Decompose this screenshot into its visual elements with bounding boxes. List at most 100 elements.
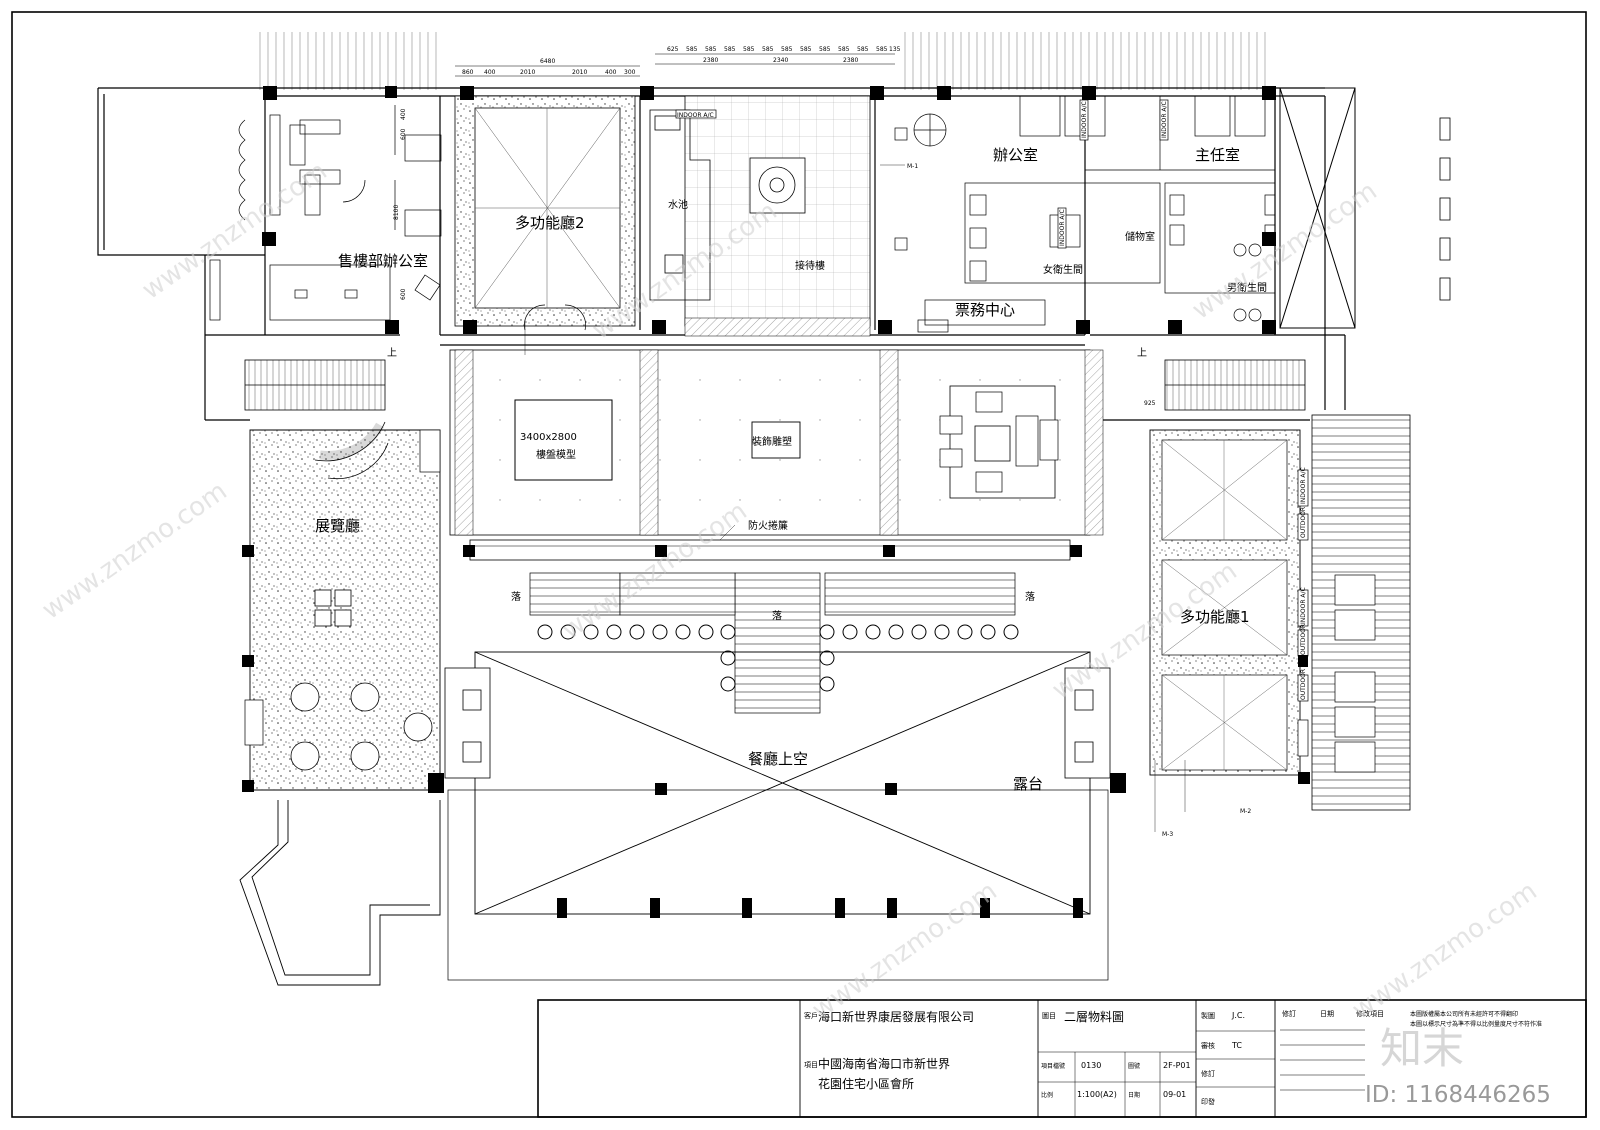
unit-tags bbox=[675, 99, 1309, 757]
dimension-lines bbox=[455, 53, 895, 77]
dim-label: 585 bbox=[705, 46, 717, 53]
multi-hall-1-floor bbox=[1149, 429, 1301, 776]
drawing-label: 圖目 bbox=[1042, 1012, 1056, 1020]
multi-hall-2-floor bbox=[454, 95, 636, 331]
watermark-id: ID: 1168446265 bbox=[1365, 1082, 1551, 1108]
top-grille-right bbox=[904, 32, 1266, 90]
watermark-text: www.znzmo.com bbox=[1187, 176, 1383, 326]
void-box-right bbox=[1279, 87, 1356, 329]
dim-label: 585 bbox=[743, 46, 755, 53]
ac-tag: INDOOR A/C bbox=[677, 112, 714, 119]
dim-label: 400 bbox=[484, 69, 496, 76]
dim-label: 300 bbox=[624, 69, 636, 76]
structural-columns bbox=[242, 86, 1310, 918]
model-size-label: 3400x2800 bbox=[520, 432, 577, 443]
drawing-no-label: 圖號 bbox=[1128, 1062, 1140, 1070]
watermark-text: www.znzmo.com bbox=[1347, 876, 1543, 1026]
dim-label: 585 bbox=[686, 46, 698, 53]
terrace-curve bbox=[239, 800, 441, 986]
revised-label: 修訂 bbox=[1201, 1069, 1215, 1078]
scale-note: 本圖以標示尺寸為準不得以比例量度尺寸不符作准 bbox=[1410, 1020, 1542, 1028]
central-lobby bbox=[449, 317, 1104, 561]
outdoor-tag: OUTDOOR bbox=[1300, 507, 1307, 538]
ac-tag: INDOOR A/C bbox=[1081, 101, 1088, 138]
ac-tag: INDOOR A/C bbox=[1161, 101, 1168, 138]
revision-item-column-label: 修改項目 bbox=[1356, 1009, 1384, 1018]
watermark-brand: 知末 bbox=[1380, 1024, 1464, 1073]
dim-label: 585 bbox=[876, 46, 888, 53]
sculpture-label: 裝飾雕塑 bbox=[752, 435, 792, 448]
stair-right bbox=[1164, 359, 1306, 411]
checked-by: TC bbox=[1231, 1041, 1242, 1050]
client-label: 客戶 bbox=[804, 1011, 818, 1020]
drop-label: 落 bbox=[772, 610, 782, 622]
dim-left-row-2: 860 400 2010 2010 400 300 bbox=[462, 69, 636, 76]
exhibition-tables bbox=[290, 589, 433, 771]
dim-label: 600 bbox=[400, 128, 407, 140]
scale-label: 比例 bbox=[1041, 1091, 1053, 1099]
fire-shutter-label: 防火捲簾 bbox=[748, 519, 788, 532]
watermark-text: www.znzmo.com bbox=[137, 156, 333, 306]
right-deck bbox=[1311, 414, 1411, 811]
room-label-office: 辦公室 bbox=[993, 146, 1038, 164]
dim-label: 585 bbox=[762, 46, 774, 53]
dim-label: 600 bbox=[400, 288, 407, 300]
dim-label: 400 bbox=[605, 69, 617, 76]
drawing-no: 2F-P01 bbox=[1163, 1061, 1191, 1070]
dim-label: 585 bbox=[857, 46, 869, 53]
room-label-exhibition: 展覽廳 bbox=[315, 517, 360, 535]
room-label-multi-hall-1: 多功能廳1 bbox=[1180, 608, 1250, 626]
ac-tag: INDOOR A/C bbox=[1300, 587, 1307, 624]
dim-label: 2010 bbox=[520, 69, 535, 76]
dim-label: 625 bbox=[667, 46, 679, 53]
room-label-director: 主任室 bbox=[1195, 146, 1240, 164]
room-label-female-wc: 女衛生間 bbox=[1043, 263, 1083, 276]
watermark-text: www.znzmo.com bbox=[37, 476, 233, 626]
room-label-sales-office: 售樓部辦公室 bbox=[338, 252, 428, 270]
title-block-text: 客戶 海口新世界康居發展有限公司 項目 中國海南省海口市新世界 花園住宅小區會所… bbox=[804, 1009, 1542, 1106]
scale: 1:100(A2) bbox=[1077, 1090, 1117, 1099]
drawn-by: J.C. bbox=[1231, 1011, 1245, 1020]
dim-label: 8100 bbox=[393, 205, 400, 220]
project-line-1: 中國海南省海口市新世界 bbox=[818, 1056, 950, 1071]
up-arrow-label: 上 bbox=[387, 347, 397, 359]
restaurant-void bbox=[447, 651, 1109, 981]
dim-label: 2380 bbox=[703, 57, 718, 64]
revision-date-column-label: 日期 bbox=[1320, 1010, 1334, 1018]
equipment-tags: INDOOR A/C INDOOR A/C INDOOR A/C INDOOR … bbox=[677, 101, 1307, 838]
material-tag: M-1 bbox=[907, 163, 918, 170]
checked-label: 審核 bbox=[1201, 1041, 1215, 1050]
dim-top-row-2: 2380 2340 2380 bbox=[703, 57, 858, 64]
top-grille-left bbox=[259, 32, 437, 90]
room-label-terrace: 露台 bbox=[1013, 775, 1043, 793]
dim-label: 6480 bbox=[540, 58, 555, 65]
dim-left-values: 400 600 600 8100 bbox=[393, 108, 407, 300]
dim-label: 135 bbox=[889, 46, 901, 53]
project-no-label: 項目檔號 bbox=[1041, 1062, 1065, 1070]
ac-tag: INDOOR A/C bbox=[1300, 467, 1307, 504]
printed-label: 印發 bbox=[1201, 1097, 1215, 1106]
grand-stair bbox=[529, 572, 1016, 714]
project-no: 0130 bbox=[1081, 1061, 1101, 1070]
dim-label: 2340 bbox=[773, 57, 788, 64]
sales-office-furniture bbox=[209, 105, 442, 321]
dim-label: 585 bbox=[724, 46, 736, 53]
drawn-label: 製圖 bbox=[1201, 1011, 1215, 1020]
room-label-storage: 儲物室 bbox=[1125, 230, 1155, 243]
balustrade-circles bbox=[537, 624, 1019, 692]
project-label: 項目 bbox=[804, 1061, 818, 1069]
leader-lines bbox=[524, 164, 1186, 832]
room-label-male-wc: 男衛生間 bbox=[1227, 281, 1267, 294]
outdoor-tag: OUTDOOR bbox=[1300, 669, 1307, 700]
room-label-pool: 水池 bbox=[668, 198, 688, 211]
dim-label: 585 bbox=[819, 46, 831, 53]
dim-top-row-1: 625 585 585 585 585 585 585 585 585 585 … bbox=[667, 46, 901, 53]
up-arrow-label: 上 bbox=[1137, 347, 1147, 359]
model-label: 樓盤模型 bbox=[536, 448, 576, 461]
date: 09-01 bbox=[1163, 1090, 1186, 1099]
material-tag: M-3 bbox=[1162, 831, 1173, 838]
copyright-note: 本圖版權屬本公司所有未經許可不得翻印 bbox=[1410, 1010, 1518, 1018]
drop-label: 落 bbox=[511, 591, 521, 603]
ticket-counter bbox=[917, 299, 1046, 333]
